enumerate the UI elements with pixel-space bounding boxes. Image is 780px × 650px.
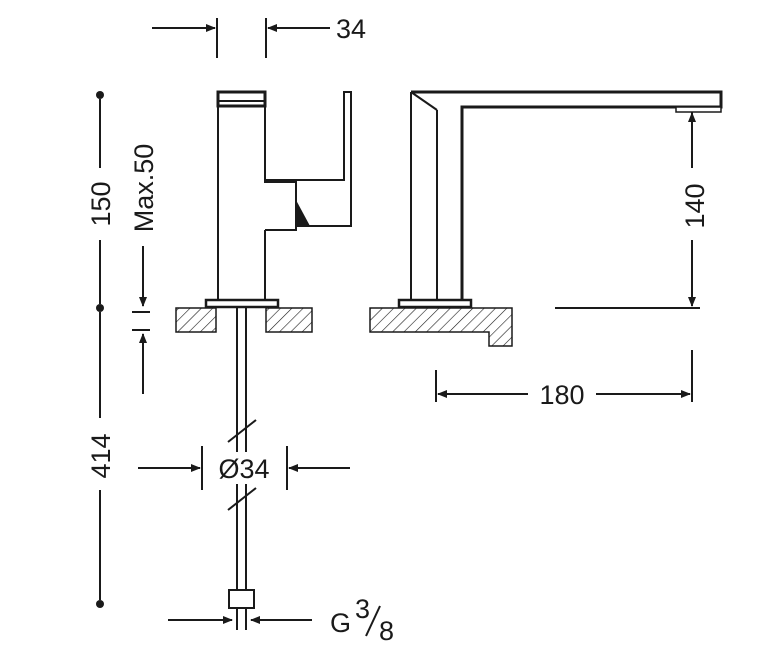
break-mark-lower <box>227 487 257 511</box>
faucet-front-view <box>175 90 352 630</box>
dim-label-diameter: Ø34 <box>218 454 269 484</box>
dim-140-arrowhead-top <box>688 112 696 122</box>
spout-top-bar <box>411 90 723 302</box>
faucet-cap <box>216 90 267 108</box>
thread-dimension: G 3 8 <box>168 594 394 646</box>
dim-dot-middle <box>96 304 104 312</box>
diameter-dimension: Ø34 <box>138 446 350 490</box>
lever-wedge <box>296 200 310 226</box>
thread-prefix: G <box>330 608 351 638</box>
dim-label-34: 34 <box>336 14 366 44</box>
lever-max-dimension: Max.50 <box>129 144 159 394</box>
dim-label-414: 414 <box>86 433 116 478</box>
left-vertical-dimension: 150 414 <box>86 91 116 608</box>
diam-label-bg <box>208 452 280 484</box>
lever-joint <box>265 226 297 231</box>
dim-dot-bottom <box>96 600 104 608</box>
top-width-dimension: 34 <box>152 14 366 58</box>
faucet-side-view <box>369 90 723 347</box>
spout-aerator <box>675 106 722 113</box>
thread-fraction-slash <box>365 605 381 637</box>
faucet-body <box>217 106 266 302</box>
dim-label-140: 140 <box>680 183 710 228</box>
side-body-bevel <box>410 91 438 111</box>
spout-height-dimension: 140 <box>555 112 710 309</box>
break-mark-upper <box>227 419 257 443</box>
thread-numerator: 3 <box>355 594 370 624</box>
side-countertop <box>369 307 513 347</box>
reach-dimension: 180 <box>435 350 693 410</box>
dim-dot-top <box>96 91 104 99</box>
hose-connector <box>228 589 255 609</box>
dim-label-150: 150 <box>86 181 116 226</box>
lever-handle <box>264 91 352 227</box>
side-base-plate <box>397 298 473 309</box>
countertop-left <box>175 307 217 333</box>
countertop-right <box>265 307 313 333</box>
dim-label-max50: Max.50 <box>129 144 159 233</box>
dim-label-180: 180 <box>539 380 584 410</box>
thread-denominator: 8 <box>379 616 394 646</box>
base-plate <box>204 298 280 309</box>
